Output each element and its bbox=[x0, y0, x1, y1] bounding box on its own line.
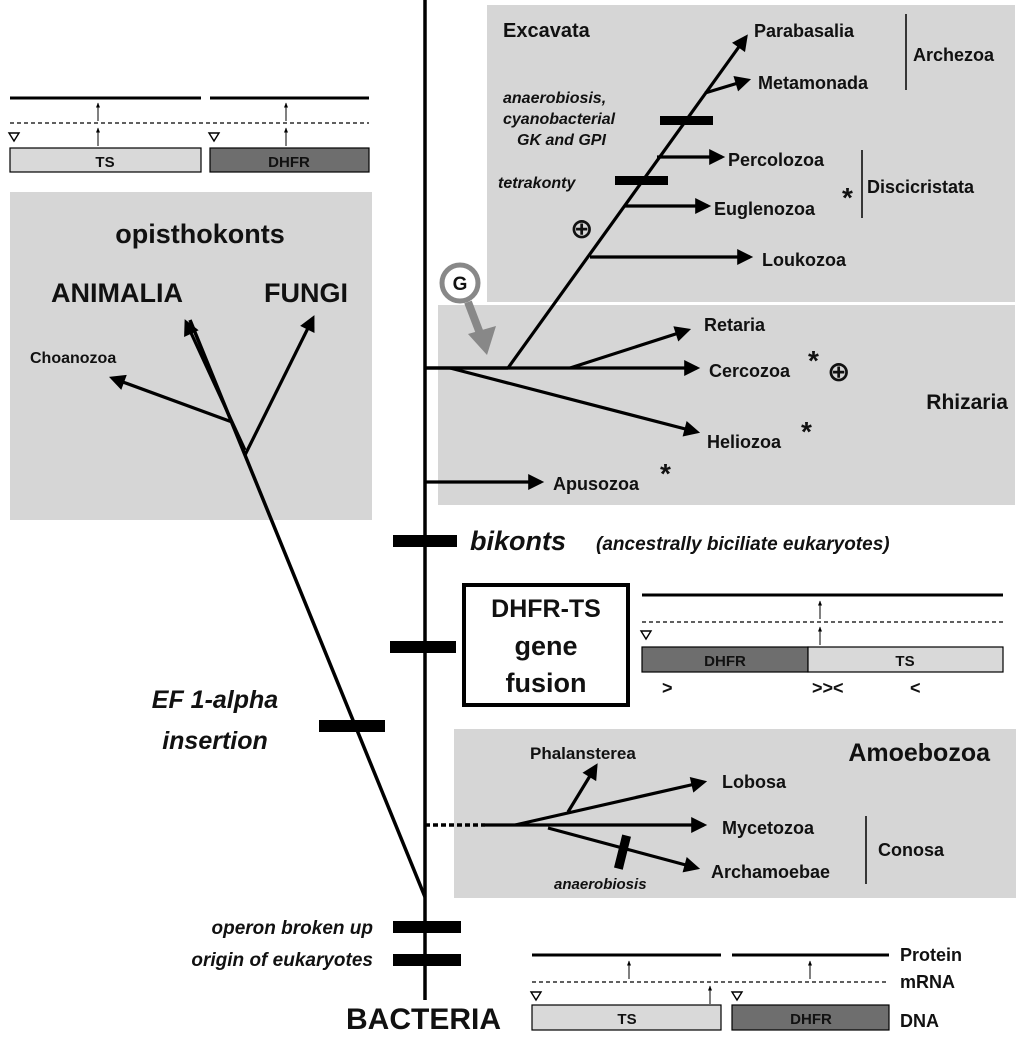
archezoa-label: Archezoa bbox=[913, 45, 995, 65]
fusion-label-3: fusion bbox=[506, 668, 587, 698]
dhfr-gene-label-bacteria: DHFR bbox=[790, 1011, 832, 1028]
ts-gene-label-fused: TS bbox=[895, 653, 914, 670]
mycetozoa-label: Mycetozoa bbox=[722, 818, 815, 838]
lobosa-arrow bbox=[514, 777, 708, 827]
g-arrow-head bbox=[468, 326, 496, 355]
ef-insertion-label-1: EF 1-alpha bbox=[152, 686, 279, 714]
ts-gene-label-bacteria: TS bbox=[617, 1011, 636, 1028]
fungi-arrow bbox=[243, 315, 315, 456]
animalia-label: ANIMALIA bbox=[51, 278, 183, 308]
ef-insertion-bar bbox=[319, 720, 385, 732]
anaerobiosis-label-3: GK and GPI bbox=[517, 132, 606, 149]
legend-mrna: mRNA bbox=[900, 972, 955, 992]
fungi-label: FUNGI bbox=[264, 278, 348, 308]
ts-gene-label-top: TS bbox=[95, 154, 114, 171]
bikonts-label: bikonts bbox=[470, 526, 566, 556]
orientation-right: < bbox=[910, 678, 921, 698]
origin-bar bbox=[393, 954, 461, 966]
heliozoa-asterisk: * bbox=[801, 416, 812, 447]
gene-diagram-bacteria bbox=[529, 953, 890, 1031]
dhfr-gene-label-top: DHFR bbox=[268, 154, 310, 171]
bikonts-note: (ancestrally biciliate eukaryotes) bbox=[596, 534, 890, 555]
operon-label: operon broken up bbox=[212, 918, 374, 939]
anaerobiosis-bar bbox=[660, 116, 713, 125]
archamoebae-label: Archamoebae bbox=[711, 862, 830, 882]
amoebozoa-heading: Amoebozoa bbox=[848, 739, 991, 767]
heliozoa-arrow bbox=[449, 366, 701, 437]
anaerobiosis-label-1: anaerobiosis, bbox=[503, 90, 606, 107]
lobosa-label: Lobosa bbox=[722, 772, 787, 792]
legend-protein: Protein bbox=[900, 945, 962, 965]
animalia-arrow bbox=[184, 319, 247, 451]
phalansterea-arrow bbox=[566, 763, 598, 813]
origin-label: origin of eukaryotes bbox=[191, 950, 373, 971]
retaria-arrow bbox=[569, 326, 692, 370]
parabasalia-label: Parabasalia bbox=[754, 21, 855, 41]
opisthokonts-panel bbox=[10, 192, 372, 520]
operon-bar bbox=[393, 921, 461, 933]
gene-diagram-opisthokont bbox=[7, 96, 370, 173]
g-arrow-shaft bbox=[464, 300, 485, 338]
conosa-label: Conosa bbox=[878, 840, 945, 860]
amoeba-anaerobiosis-bar bbox=[614, 834, 631, 870]
excavata-heading: Excavata bbox=[503, 20, 591, 42]
tetrakonty-bar bbox=[615, 176, 668, 185]
anaerobiosis-label-2: cyanobacterial bbox=[503, 111, 616, 128]
rhizaria-heading: Rhizaria bbox=[926, 391, 1008, 414]
euglenozoa-label: Euglenozoa bbox=[714, 199, 816, 219]
excavata-plus-icon: ⊕ bbox=[570, 213, 593, 244]
cercozoa-asterisk: * bbox=[808, 345, 819, 376]
apusozoa-asterisk: * bbox=[660, 458, 671, 489]
choanozoa-label: Choanozoa bbox=[30, 350, 116, 367]
legend-dna: DNA bbox=[900, 1011, 939, 1031]
fusion-label-2: gene bbox=[514, 631, 577, 661]
gene-diagram-fused bbox=[639, 593, 1004, 673]
percolozoa-label: Percolozoa bbox=[728, 150, 825, 170]
g-marker-icon bbox=[439, 262, 481, 304]
retaria-label: Retaria bbox=[704, 315, 766, 335]
loukozoa-label: Loukozoa bbox=[762, 250, 847, 270]
choanozoa-arrow bbox=[108, 374, 233, 424]
bikonts-bar bbox=[393, 535, 457, 547]
opisthokonts-heading: opisthokonts bbox=[115, 219, 285, 249]
fusion-label-1: DHFR-TS bbox=[491, 595, 601, 623]
g-marker-label: G bbox=[453, 274, 468, 295]
ef-insertion-label-2: insertion bbox=[162, 727, 268, 755]
metamonada-label: Metamonada bbox=[758, 73, 869, 93]
orientation-mid: >>< bbox=[812, 678, 844, 698]
amoebozoa-panel bbox=[454, 729, 1016, 898]
euglenozoa-asterisk: * bbox=[842, 182, 853, 213]
amoeba-anaerobiosis-label: anaerobiosis bbox=[554, 876, 647, 893]
fusion-bar bbox=[390, 641, 456, 653]
dhfr-gene-label-fused: DHFR bbox=[704, 653, 746, 670]
tetrakonty-label: tetrakonty bbox=[498, 175, 576, 192]
phalansterea-label: Phalansterea bbox=[530, 744, 636, 763]
discicristata-label: Discicristata bbox=[867, 177, 975, 197]
bacteria-label: BACTERIA bbox=[346, 1003, 501, 1036]
rhizaria-panel bbox=[438, 305, 1015, 505]
metamonada-arrow bbox=[704, 76, 752, 95]
fusion-box bbox=[462, 583, 630, 707]
cercozoa-label: Cercozoa bbox=[709, 361, 791, 381]
apusozoa-label: Apusozoa bbox=[553, 474, 640, 494]
cercozoa-plus-icon: ⊕ bbox=[827, 356, 850, 387]
heliozoa-label: Heliozoa bbox=[707, 432, 782, 452]
orientation-left: > bbox=[662, 678, 673, 698]
